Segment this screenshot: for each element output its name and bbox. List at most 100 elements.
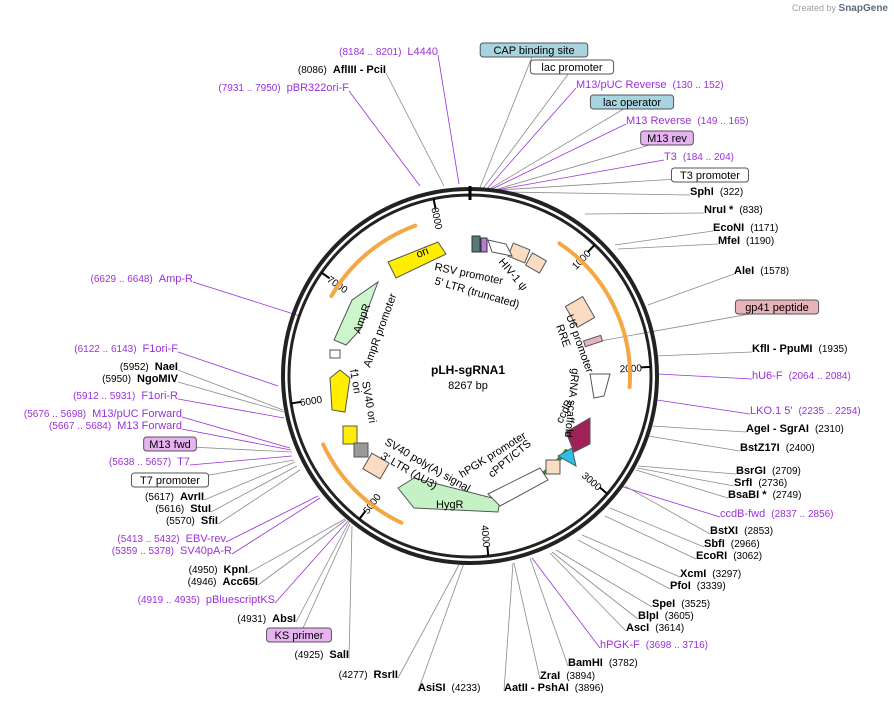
label-text-bstz: BstZ17I(2400) [740, 442, 815, 454]
leader-m13puc_rev [485, 87, 577, 191]
ori-feature [387, 241, 447, 279]
label-name-m13forward: M13 Forward [117, 420, 182, 432]
label-coord-ampr_primer: (6629 .. 6648) [91, 274, 153, 285]
label-text-m13reverse: M13 Reverse(149 .. 165) [626, 115, 749, 127]
leader-lines [169, 51, 778, 692]
label-stui: (5616)StuI [155, 503, 211, 515]
label-coord-aatii: (3896) [575, 683, 604, 694]
leader-f1orif [177, 351, 279, 387]
label-name-agei: AgeI - SgrAI [746, 423, 809, 435]
tick-mark-8000 [432, 198, 437, 209]
label-text-nrui: NruI *(838) [704, 204, 763, 216]
label-text-bstxi: BstXI(2853) [710, 525, 773, 537]
label-name-bsabi: BsaBI * [728, 489, 767, 501]
leader-m13rev [493, 139, 668, 191]
leader-zrai [513, 562, 541, 680]
leader-alei [647, 273, 735, 306]
label-text-sbfi: SbfI(2966) [704, 538, 760, 550]
label-text-econi: EcoNI (1171) [713, 222, 778, 234]
label-name-avrii: AvrII [180, 491, 204, 503]
f1-ori-feature [329, 369, 351, 413]
label-srfi: SrfI(2736) [734, 477, 787, 489]
label-name-kpni: KpnI [224, 564, 248, 576]
label-coord-kfli: (1935) [819, 344, 848, 355]
label-name-naei: NaeI [155, 361, 178, 373]
label-name-alei: AleI [734, 265, 754, 277]
label-name-xcmi: XcmI [680, 568, 706, 580]
label-name-sali: SalI [329, 649, 349, 661]
label-ebvrev: (5413 .. 5432)EBV-rev [117, 533, 226, 545]
label-name-econi: EcoNI [713, 222, 744, 234]
label-name-pfoi: PfoI [670, 580, 691, 592]
leader-mfei [617, 243, 719, 250]
leader-l4440 [437, 54, 460, 185]
label-pbr322: (7931 .. 7950)pBR322ori-F [218, 82, 349, 94]
leader-bamhi [529, 557, 569, 667]
leader-kpni [247, 518, 346, 574]
label-text-avrii: (5617)AvrII [145, 491, 204, 503]
label-box-t3prom [670, 167, 750, 183]
label-t7: (5638 .. 5657)T7 [109, 456, 190, 468]
label-name-ebvrev: EBV-rev [186, 533, 227, 545]
annotation-labels: (8184 .. 8201)L4440(8086)AflIII - PciI(7… [24, 42, 861, 694]
label-box-m13fwd [143, 436, 197, 452]
label-name-ngomiv: NgoMIV [137, 373, 179, 385]
arc-ampr [329, 223, 418, 298]
label-text-alei: AleI (1578) [734, 265, 789, 277]
label-box-m13rev [640, 130, 694, 146]
label-name-m13rev: M13 rev [647, 133, 687, 145]
leader-hpgkf [531, 557, 601, 649]
label-coord-l4440: (8184 .. 8201) [339, 47, 401, 58]
label-text-sali: (4925)SalI [295, 649, 349, 661]
leader-cap [478, 51, 535, 191]
label-text-hpgkf: hPGK-F(3698 .. 3716) [600, 639, 708, 651]
label-m13puc_fwd: (5676 .. 5698)M13/pUC Forward [24, 408, 182, 420]
label-text-afliii: (8086)AflIII - PciI [298, 64, 386, 76]
leader-ecori [604, 515, 697, 560]
leader-f1orir [177, 398, 285, 419]
label-text-aatii: AatII - PshAI(3896) [504, 682, 604, 694]
label-coord-sv40pa: (5359 .. 5378) [112, 546, 174, 557]
grna-feature [589, 373, 611, 399]
label-m13forward: (5667 .. 5684)M13 Forward [49, 420, 182, 432]
label-text-pbluescript: (4919 .. 4935)pBluescriptKS [138, 594, 275, 606]
leader-ksprimer [298, 523, 351, 638]
label-spei: SpeI(3525) [652, 598, 710, 610]
plasmid-name: pLH-sgRNA1 [431, 363, 505, 377]
label-m13puc_rev: M13/pUC Reverse(130 .. 152) [576, 79, 724, 91]
label-coord-asisi: (4233) [452, 683, 481, 694]
label-coord-f1orir: (5912 .. 5931) [73, 391, 135, 402]
label-kpni: (4950) KpnI [189, 564, 248, 576]
label-name-cap: CAP binding site [493, 45, 574, 57]
leader-asci [549, 552, 627, 632]
label-coord-alei: (1578) [760, 266, 789, 277]
label-avrii: (5617)AvrII [145, 491, 204, 503]
leader-naei [177, 369, 284, 411]
leader-srfi [636, 467, 735, 487]
label-name-nrui: NruI * [704, 204, 734, 216]
hiv-feature [507, 242, 531, 264]
label-coord-kpni: (4950) [189, 565, 218, 576]
label-sv40pa: (5359 .. 5378)SV40pA-R [112, 545, 232, 557]
leader-bstz [647, 435, 741, 452]
label-name-ccdbfwd: ccdB-fwd [720, 508, 765, 520]
label-box-lacprom [529, 59, 615, 75]
label-acc65i: (4946)Acc65I [188, 576, 258, 588]
tick-mark-4000 [486, 546, 490, 557]
label-text-bsrgi: BsrGI(2709) [736, 465, 801, 477]
label-name-srfi: SrfI [734, 477, 752, 489]
label-naei: (5952)NaeI [120, 361, 178, 373]
label-text-acc65i: (4946)Acc65I [188, 576, 258, 588]
label-coord-bstz: (2400) [786, 443, 815, 454]
tick-mark-1000 [587, 244, 596, 253]
label-coord-acc65i: (4946) [188, 577, 217, 588]
label-name-stui: StuI [190, 503, 211, 515]
leader-ampr_primer [192, 281, 301, 317]
label-text-pbr322: (7931 .. 7950)pBR322ori-F [218, 82, 349, 94]
label-coord-econi: (1171) [750, 223, 778, 234]
hygr-label: HygR [436, 499, 464, 511]
label-ccdbfwd: ccdB-fwd(2837 .. 2856) [720, 508, 834, 520]
label-name-hu6f: hU6-F [752, 370, 783, 382]
leader-m13reverse [489, 123, 627, 191]
label-sbfi: SbfI(2966) [704, 538, 760, 550]
